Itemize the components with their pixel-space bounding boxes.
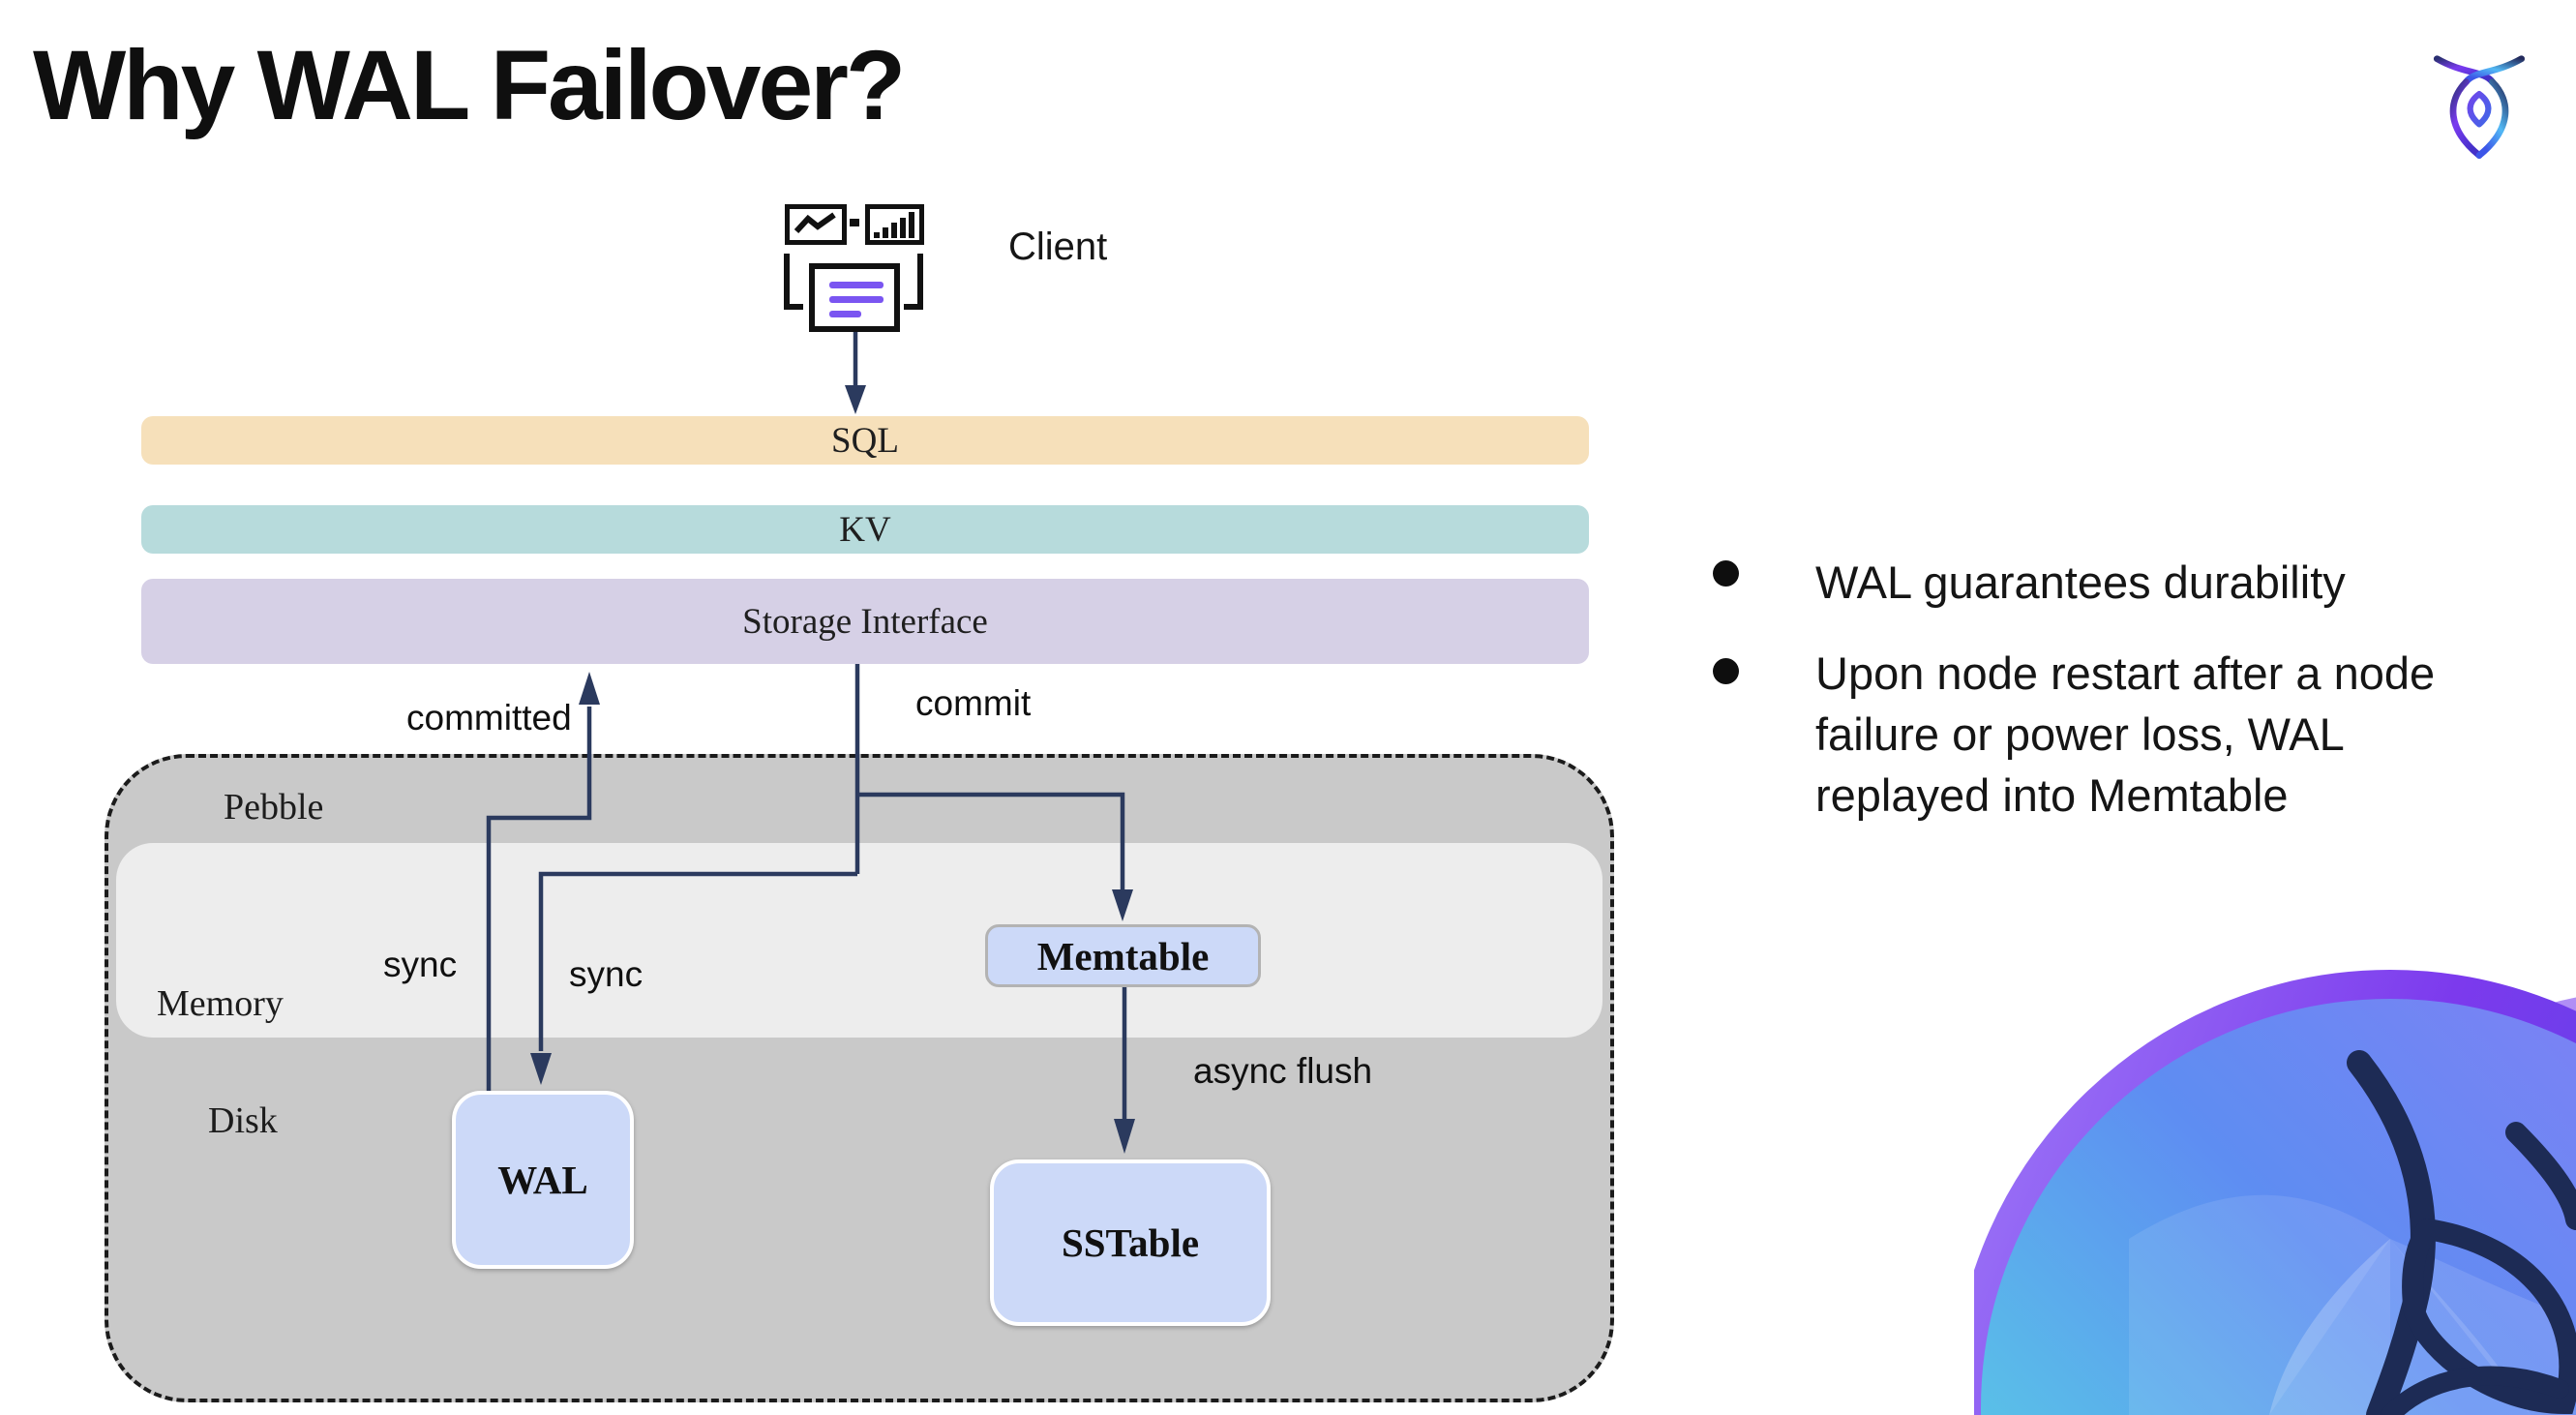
- doc-text-line: [829, 296, 884, 303]
- edge-label-async-flush: async flush: [1193, 1051, 1373, 1091]
- bullet-text: Upon node restart after a node failure o…: [1815, 647, 2436, 821]
- node-sstable-label: SSTable: [1061, 1220, 1200, 1265]
- arrowhead-client-sql: [845, 385, 866, 414]
- edge-sync-to-wal: [538, 871, 857, 1051]
- arrowhead-committed-up: [579, 672, 600, 705]
- bullet-dot-icon: [1713, 560, 1739, 587]
- doc-text-line: [829, 282, 884, 288]
- bracket-right-icon: [904, 254, 923, 310]
- edge-committed-to-storage: [486, 707, 592, 1091]
- arrowhead-wal: [530, 1053, 552, 1085]
- layer-kv-label: KV: [839, 509, 891, 550]
- bar-chart-icon: [865, 204, 924, 245]
- layer-storage-interface-label: Storage Interface: [742, 601, 988, 642]
- edge-label-commit: commit: [915, 683, 1032, 723]
- doc-text-line: [829, 311, 861, 317]
- page-title: Why WAL Failover?: [33, 30, 906, 140]
- disk-label: Disk: [208, 1100, 278, 1141]
- dash-connector: [850, 219, 859, 226]
- layer-sql: SQL: [141, 416, 1589, 465]
- layer-sql-label: SQL: [831, 420, 899, 461]
- edge-label-sync-right: sync: [569, 954, 644, 994]
- bullet-dot-icon: [1713, 658, 1739, 684]
- pebble-label: Pebble: [224, 787, 324, 828]
- layer-storage-interface: Storage Interface: [141, 579, 1589, 664]
- node-wal: WAL: [452, 1091, 634, 1269]
- node-memtable-label: Memtable: [1036, 933, 1210, 978]
- bullet-text: WAL guarantees durability: [1815, 557, 2346, 608]
- line-chart-icon: [785, 204, 847, 245]
- memory-band: [116, 843, 1603, 1038]
- cockroachdb-logo-icon: [2429, 46, 2530, 161]
- memory-label: Memory: [157, 983, 284, 1024]
- bracket-left-icon: [784, 254, 803, 310]
- arrowhead-sstable: [1114, 1119, 1135, 1154]
- layer-kv: KV: [141, 505, 1589, 554]
- client-label: Client: [1008, 226, 1108, 268]
- node-memtable: Memtable: [985, 924, 1261, 987]
- brand-art: [1974, 948, 2576, 1415]
- edge-label-committed: committed: [406, 698, 572, 738]
- arrowhead-memtable: [1112, 889, 1133, 921]
- node-sstable: SSTable: [990, 1159, 1271, 1326]
- edge-label-sync-left: sync: [383, 945, 458, 984]
- node-wal-label: WAL: [497, 1158, 588, 1202]
- edge-commit-to-memtable: [857, 792, 1125, 891]
